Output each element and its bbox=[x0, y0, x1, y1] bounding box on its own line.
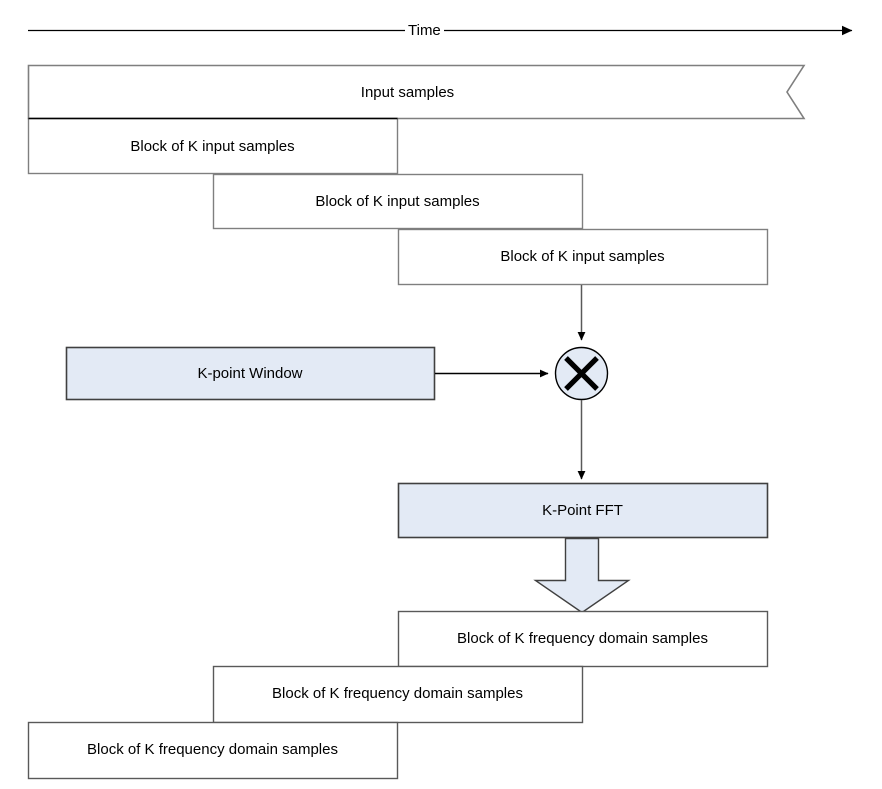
input-block-1-rect bbox=[27, 117, 399, 175]
down-block-arrow-shape bbox=[533, 537, 631, 614]
output-block-2 bbox=[212, 665, 584, 724]
output-block-3-rect bbox=[27, 721, 399, 780]
output-block-3 bbox=[27, 721, 399, 780]
k-point-fft-rect bbox=[397, 482, 769, 539]
output-block-1 bbox=[397, 610, 769, 668]
k-point-window-rect bbox=[65, 346, 436, 401]
down-block-arrow-icon bbox=[533, 537, 631, 614]
input-samples-banner bbox=[27, 64, 806, 120]
input-block-3 bbox=[397, 228, 769, 286]
multiply-stroke-b bbox=[564, 356, 599, 391]
multiply-circle-icon bbox=[554, 346, 609, 401]
output-block-1-rect bbox=[397, 610, 769, 668]
output-block-2-rect bbox=[212, 665, 584, 724]
input-block-3-rect bbox=[397, 228, 769, 286]
input-samples-banner-shape bbox=[27, 64, 806, 120]
input-block-2 bbox=[212, 173, 584, 230]
input-block-1 bbox=[27, 117, 399, 175]
input-block-2-rect bbox=[212, 173, 584, 230]
time-axis-label: Time bbox=[405, 22, 444, 39]
k-point-window-box bbox=[65, 346, 436, 401]
k-point-fft-box bbox=[397, 482, 769, 539]
